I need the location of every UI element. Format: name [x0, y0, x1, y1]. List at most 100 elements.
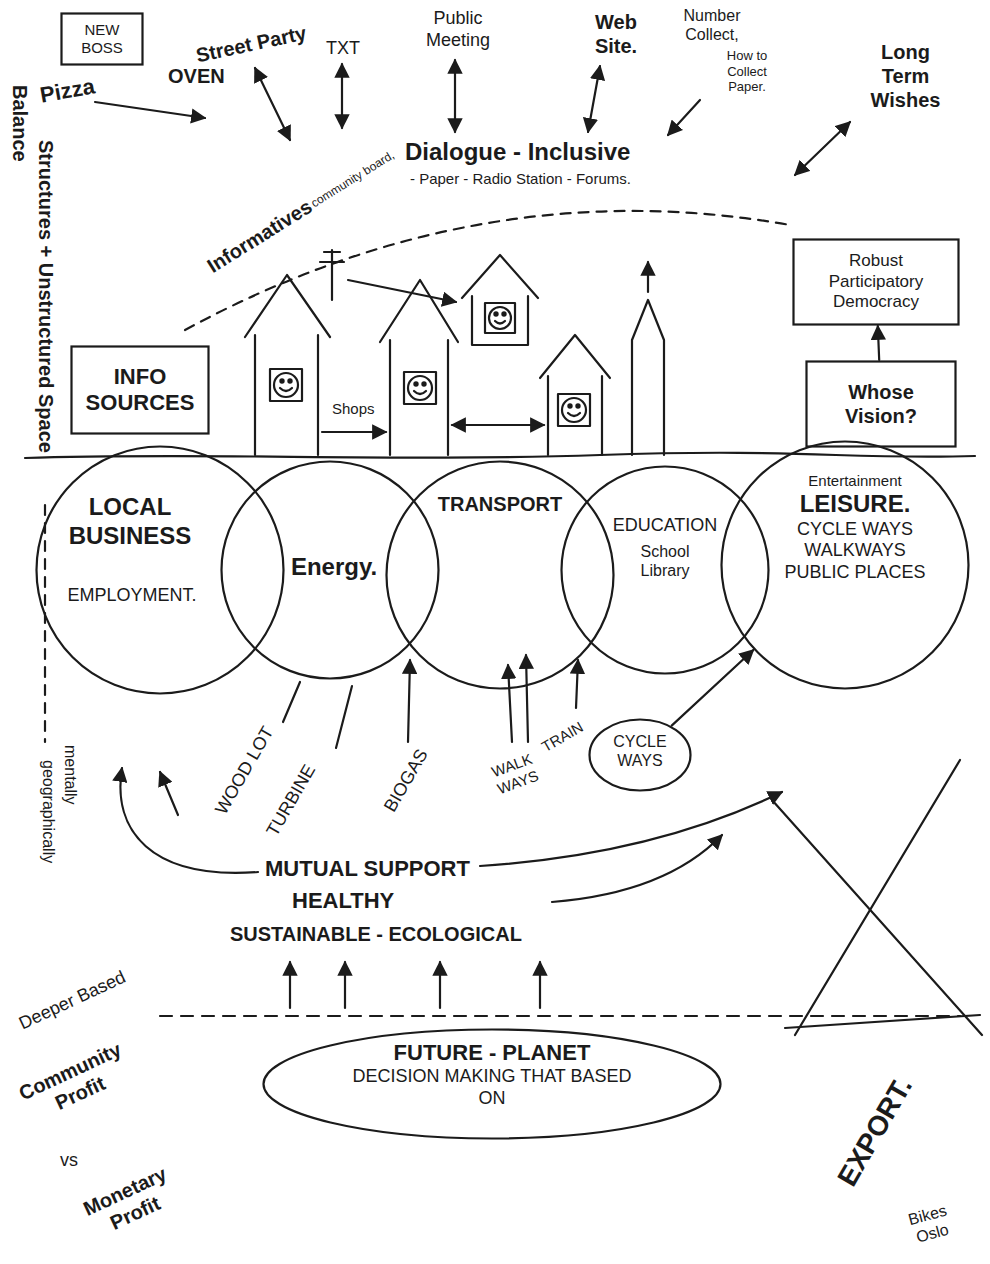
- label-text: - Paper - Radio Station - Forums.: [410, 170, 631, 188]
- label-text: How to Collect Paper.: [716, 48, 778, 95]
- sketch-note: geographically: [39, 760, 58, 863]
- house-window: [270, 369, 302, 401]
- face-eye: [494, 312, 497, 315]
- face-smile: [568, 413, 580, 416]
- sector-circle: LOCAL BUSINESS EMPLOYMENT.: [35, 445, 285, 695]
- smiley-face: [562, 398, 586, 422]
- text-group: EntertainmentLEISURE.CYCLE WAYS WALKWAYS…: [780, 472, 930, 584]
- sketch-note: Long Term Wishes: [858, 40, 953, 112]
- leader-arrow: [454, 60, 456, 132]
- face-eye: [422, 382, 425, 385]
- leader-line: [336, 686, 352, 748]
- leader-arrow: [508, 665, 512, 742]
- sketch-note: TURBINE: [262, 761, 320, 840]
- sketch-note: Community Profit: [15, 1037, 135, 1127]
- node-text: PUBLIC PLACES: [780, 562, 930, 584]
- tower-sketch: [632, 300, 664, 455]
- leader-arrow: [539, 962, 541, 1008]
- label-text: Web Site.: [585, 10, 647, 58]
- leader-arrow: [647, 262, 649, 292]
- label-text: mentally: [61, 745, 80, 805]
- text-group: Energy.: [286, 553, 382, 582]
- face-eye: [568, 404, 571, 407]
- label-text: WOOD LOT: [211, 723, 279, 819]
- ellipse-line: [590, 720, 691, 791]
- smiley-face: [489, 307, 511, 329]
- text-group: LOCAL BUSINESS: [50, 493, 210, 551]
- label-text: Bikes Oslo: [896, 1198, 964, 1251]
- leader-arrow: [341, 64, 343, 128]
- node-text: FUTURE - PLANET: [342, 1040, 642, 1066]
- label-text: geographically: [39, 760, 58, 863]
- ink-lines: [25, 60, 982, 1035]
- label-text: TURBINE: [262, 761, 320, 840]
- box-line: [62, 14, 143, 65]
- label-text: MUTUAL SUPPORT: [265, 856, 470, 882]
- label-text: community board,: [308, 148, 397, 211]
- label-text: Structures + Unstructured Space: [34, 140, 58, 453]
- sector-circle: Energy.: [220, 460, 440, 680]
- sector-circle: EntertainmentLEISURE.CYCLE WAYS WALKWAYS…: [720, 440, 970, 690]
- sketch-note: community board,: [308, 148, 397, 211]
- leader-arrow: [255, 68, 290, 140]
- leader-arrow: [322, 431, 386, 433]
- label-text: BIOGAS: [380, 746, 433, 817]
- vision-box: Whose Vision?: [805, 360, 957, 448]
- sketch-note: MUTUAL SUPPORT: [265, 856, 470, 882]
- node-text: CYCLE WAYS WALKWAYS: [780, 519, 930, 562]
- sketch-note: Number Collect,: [672, 6, 752, 44]
- node-text: Entertainment: [780, 472, 930, 490]
- ellipse-line: [222, 462, 439, 679]
- label-text: EXPORT.: [830, 1072, 919, 1193]
- house-sketch: [462, 255, 538, 345]
- label-text: Public Meeting: [418, 8, 498, 51]
- node-text: EMPLOYMENT.: [47, 585, 217, 607]
- sketch-note: Web Site.: [585, 10, 647, 58]
- sketch-note: Dialogue - Inclusive: [405, 138, 630, 167]
- curved-arrow: [480, 792, 782, 866]
- sketch-note: vs: [60, 1150, 78, 1172]
- sketch-note: Bikes Oslo: [896, 1198, 964, 1251]
- sketch-note: mentally: [61, 745, 80, 805]
- sketch-note: Balance: [8, 85, 32, 162]
- leader-arrow: [160, 772, 178, 815]
- sketch-note: - Paper - Radio Station - Forums.: [410, 170, 631, 188]
- node-text: TRANSPORT: [430, 492, 570, 516]
- sector-circle: TRANSPORT: [385, 460, 615, 690]
- sketch-note: TRAIN: [539, 718, 587, 756]
- smiley-face: [408, 376, 432, 400]
- node-text: INFO SOURCES: [78, 364, 202, 417]
- house-sketch: [245, 275, 330, 455]
- antenna-sketch: [320, 250, 344, 300]
- sketch-note: Shops: [332, 400, 375, 418]
- label-text: Pizza: [38, 73, 97, 109]
- democracy-box: Robust Participatory Democracy: [792, 238, 960, 326]
- label-text: SUSTAINABLE - ECOLOGICAL: [230, 922, 522, 946]
- label-text: Monetary Profit: [75, 1159, 186, 1245]
- sketch-note: Pizza: [38, 73, 97, 109]
- house-sketch: [540, 335, 610, 455]
- label-text: Street Party: [194, 21, 309, 68]
- label-text: TRAIN: [539, 718, 587, 756]
- cross-line: [772, 800, 982, 1035]
- leader-arrow: [576, 660, 578, 708]
- leader-arrow: [344, 962, 346, 1008]
- house-window: [404, 372, 436, 404]
- sketch-note: Structures + Unstructured Space: [34, 140, 58, 453]
- box-line: [794, 240, 959, 325]
- label-text: WALK WAYS: [482, 747, 549, 801]
- face-smile: [280, 388, 292, 391]
- curved-arrow: [552, 835, 722, 902]
- leader-arrow: [795, 122, 850, 175]
- label-text: Dialogue - Inclusive: [405, 138, 630, 167]
- label-text: HEALTHY: [292, 888, 394, 914]
- text-group: FUTURE - PLANETDECISION MAKING THAT BASE…: [342, 1040, 642, 1110]
- cross-line: [795, 760, 960, 1035]
- text-group: NEW BOSS: [60, 15, 144, 63]
- node-text: LEISURE.: [780, 490, 930, 519]
- node-text: LOCAL BUSINESS: [50, 493, 210, 551]
- text-group: CYCLE WAYS: [600, 732, 680, 770]
- sketch-note: HEALTHY: [292, 888, 394, 914]
